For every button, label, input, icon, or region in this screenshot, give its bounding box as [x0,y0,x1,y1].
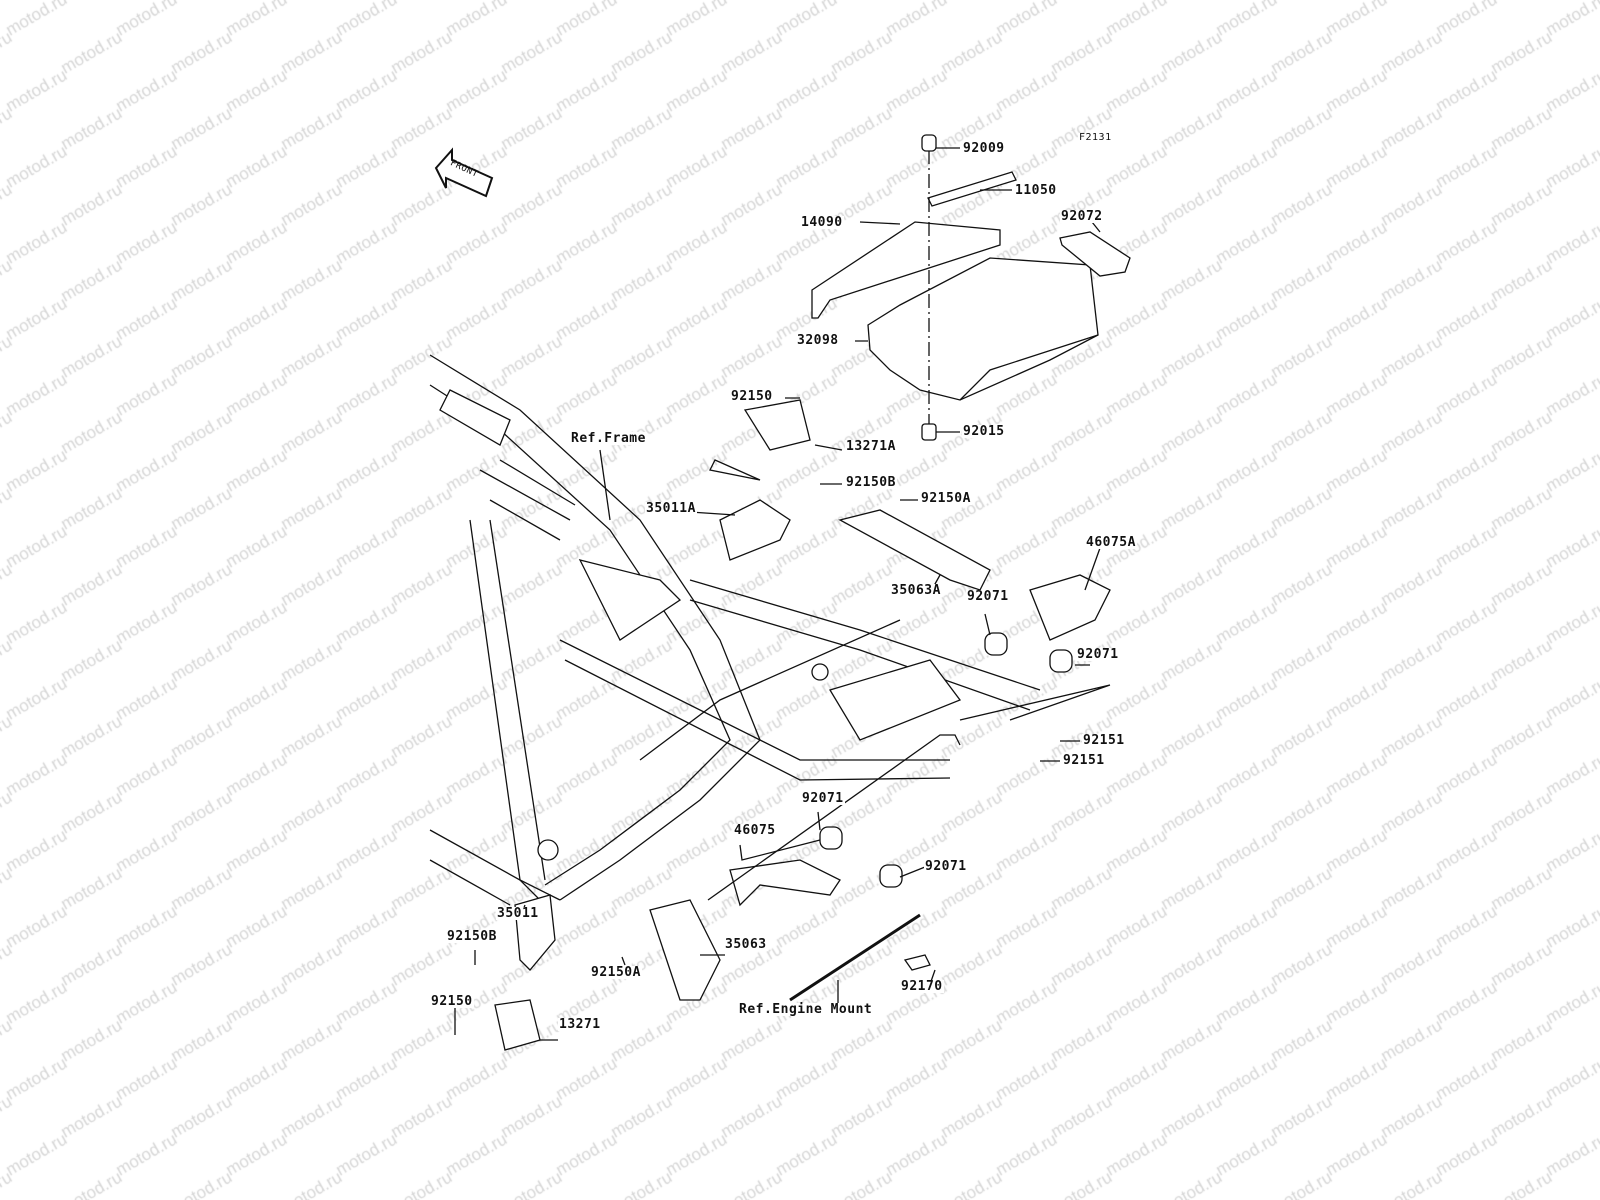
part-number-label[interactable]: 92009 [962,141,1006,156]
part-number-label[interactable]: 92150 [730,389,774,404]
part-number-label[interactable]: 92150A [590,965,642,980]
part-number-label[interactable]: 46075 [733,823,777,838]
part-number-label[interactable]: 13271 [558,1017,602,1032]
part-number-label[interactable]: 92150B [446,929,498,944]
part-number-label[interactable]: 92015 [962,424,1006,439]
part-number-label[interactable]: 35063 [724,937,768,952]
part-number-label[interactable]: 11050 [1014,183,1058,198]
part-number-label[interactable]: 92071 [1076,647,1120,662]
part-number-label[interactable]: 92071 [801,791,845,806]
part-number-label[interactable]: 92151 [1062,753,1106,768]
part-number-label[interactable]: 92071 [924,859,968,874]
part-number-label[interactable]: 92150A [920,491,972,506]
ref-frame-label: Ref.Frame [570,431,647,446]
part-number-label[interactable]: 92072 [1060,209,1104,224]
part-number-label[interactable]: 32098 [796,333,840,348]
part-number-label[interactable]: 35063A [890,583,942,598]
part-number-label[interactable]: 92150 [430,994,474,1009]
part-number-label[interactable]: 92150B [845,475,897,490]
ref-engine-mount-label: Ref.Engine Mount [738,1002,874,1017]
part-number-label[interactable]: 92151 [1082,733,1126,748]
part-number-label[interactable]: 13271A [845,439,897,454]
part-number-label[interactable]: 46075A [1085,535,1137,550]
front-arrow-icon [434,147,494,198]
part-number-label[interactable]: 35011A [645,501,697,516]
part-number-label[interactable]: 92170 [900,979,944,994]
part-number-label[interactable]: 35011 [496,906,540,921]
part-number-label[interactable]: 14090 [800,215,844,230]
figure-code: F2131 [1078,132,1113,143]
part-number-label[interactable]: 92071 [966,589,1010,604]
frame-drawing [429,134,1131,1051]
